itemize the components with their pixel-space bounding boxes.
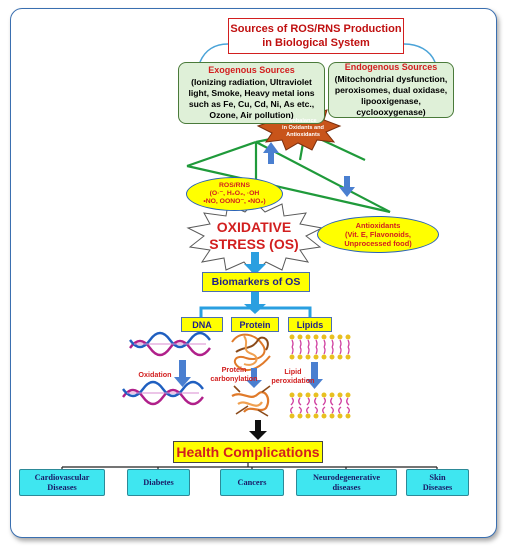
endogenous-heading: Endogenous Sources bbox=[344, 62, 438, 72]
damaged-dna-image bbox=[122, 380, 204, 406]
protein-image bbox=[231, 333, 271, 372]
to-health-arrow bbox=[249, 420, 267, 440]
balance-arrows bbox=[263, 142, 355, 197]
protein-carbonylation-label: Protein carbonylation bbox=[208, 364, 260, 384]
skin-line-1: Skin bbox=[429, 473, 446, 482]
lipids-box: Lipids bbox=[288, 317, 332, 332]
imbalance-line-2: in Oxidants and bbox=[282, 124, 324, 131]
exogenous-heading: Exogenous Sources bbox=[208, 65, 295, 75]
health-complications-box: Health Complications bbox=[173, 441, 323, 463]
dna-helix-image bbox=[129, 331, 211, 357]
exogenous-sources-box: Exogenous Sources (Ionizing radiation, U… bbox=[178, 62, 325, 124]
imbalance-line-3: Antioxidants bbox=[286, 131, 320, 138]
antioxidants-ellipse: Antioxidants (Vit. E, Flavonoids, Unproc… bbox=[317, 216, 439, 253]
oxidative-stress-label: OXIDATIVE STRESS (OS) bbox=[198, 218, 310, 254]
oxidation-label: Oxidation bbox=[138, 369, 172, 379]
disease-diabetes: Diabetes bbox=[127, 469, 190, 496]
imbalance-line-1: Imbalance bbox=[289, 117, 317, 124]
lipid-bilayer-image bbox=[288, 334, 351, 360]
protein-box: Protein bbox=[231, 317, 279, 332]
ros-line-2: (O·⁻, H₂O₂, ·OH bbox=[209, 190, 260, 197]
protein-carbonylation-line-1: Protein bbox=[221, 365, 247, 374]
title-line-2: in Biological System bbox=[262, 37, 370, 49]
peroxidized-lipid-image bbox=[289, 392, 351, 419]
antioxidants-line-3: Unprocessed food) bbox=[344, 239, 412, 248]
lipid-peroxidation-arrow bbox=[306, 362, 323, 389]
ros-line-3: •NO, OONO⁻, •NO₂) bbox=[203, 198, 266, 205]
neuro-line-1: Neurodegenerative bbox=[312, 473, 381, 482]
os-line-2: STRESS (OS) bbox=[209, 236, 299, 252]
biomarker-branches bbox=[199, 292, 312, 317]
disease-skin: Skin Diseases bbox=[406, 469, 469, 496]
lipid-peroxidation-label: Lipid peroxidation bbox=[268, 366, 318, 386]
antioxidants-line-2: (Vit. E, Flavonoids, bbox=[345, 230, 411, 239]
lipid-peroxidation-line-1: Lipid bbox=[284, 367, 302, 376]
disease-neurodegenerative: Neurodegenerative diseases bbox=[296, 469, 397, 496]
endogenous-body: (Mitochondrial dysfunction, peroxisomes,… bbox=[334, 74, 448, 117]
imbalance-label: Imbalance in Oxidants and Antioxidants bbox=[271, 112, 335, 144]
cardio-line-1: Cardiovascular bbox=[34, 473, 90, 482]
disease-cancers: Cancers bbox=[220, 469, 284, 496]
biomarkers-box: Biomarkers of OS bbox=[202, 272, 310, 292]
exogenous-body: (Ionizing radiation, Ultraviolet light, … bbox=[188, 77, 315, 120]
ros-heading: ROS/RNS bbox=[219, 182, 250, 189]
dna-box: DNA bbox=[181, 317, 223, 332]
title-box: Sources of ROS/RNS Production in Biologi… bbox=[228, 18, 404, 54]
protein-carbonylation-arrow bbox=[246, 368, 262, 388]
endogenous-sources-box: Endogenous Sources (Mitochondrial dysfun… bbox=[328, 62, 454, 118]
cardio-line-2: Diseases bbox=[47, 482, 77, 492]
title-line-1: Sources of ROS/RNS Production bbox=[230, 23, 402, 35]
neuro-line-2: diseases bbox=[332, 482, 361, 492]
os-to-biomarkers-arrow bbox=[244, 252, 266, 275]
antioxidants-heading: Antioxidants bbox=[355, 221, 401, 230]
os-line-1: OXIDATIVE bbox=[216, 219, 292, 235]
title-connectors bbox=[199, 43, 436, 63]
protein-carbonylation-line-2: carbonylation bbox=[210, 374, 258, 383]
oxidation-arrow bbox=[174, 360, 191, 387]
carbonylated-protein-image bbox=[231, 385, 271, 417]
disease-cardiovascular: Cardiovascular Diseases bbox=[19, 469, 105, 496]
ros-rns-ellipse: ROS/RNS (O·⁻, H₂O₂, ·OH •NO, OONO⁻, •NO₂… bbox=[186, 177, 283, 211]
skin-line-2: Diseases bbox=[422, 482, 453, 492]
lipid-peroxidation-line-2: peroxidation bbox=[271, 376, 315, 385]
